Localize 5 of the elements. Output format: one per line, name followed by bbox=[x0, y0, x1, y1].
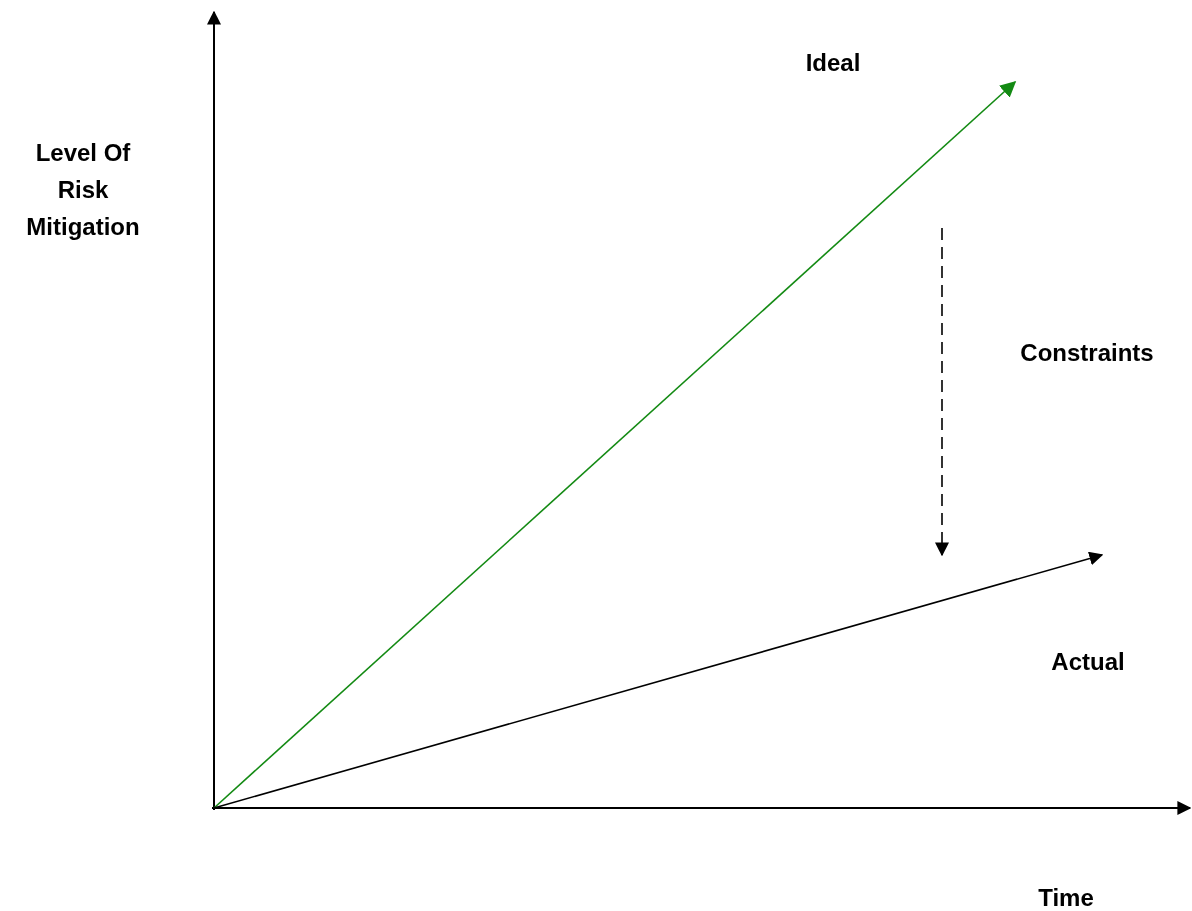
chart-label: Time bbox=[1038, 882, 1094, 911]
chart-label: Constraints bbox=[1020, 337, 1154, 368]
chart-label: Ideal bbox=[805, 47, 861, 78]
chart-label: Actual bbox=[1051, 646, 1125, 677]
axis-title: Level Of Risk Mitigation bbox=[26, 137, 140, 242]
